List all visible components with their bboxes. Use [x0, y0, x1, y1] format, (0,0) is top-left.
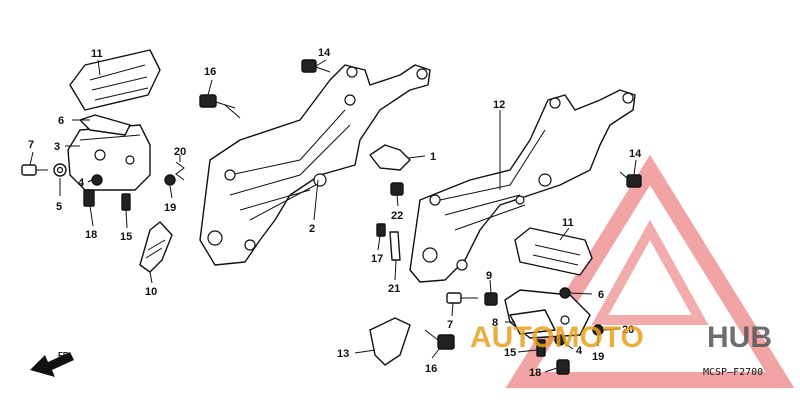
leader-lines: [29, 59, 637, 373]
callout-5: 5: [56, 201, 62, 213]
callout-19-right: 19: [592, 351, 604, 363]
callout-20-left: 20: [174, 146, 186, 158]
callout-11-right: 11: [562, 217, 574, 229]
right-heel-guard: [369, 317, 411, 366]
bolt-16-right: [424, 329, 455, 350]
callout-22: 22: [391, 210, 403, 222]
pin-15-right: [536, 339, 546, 357]
callout-15-left: 15: [120, 231, 132, 243]
callout-14-left: 14: [318, 47, 331, 59]
bolt-22: [390, 182, 404, 196]
front-direction-label: FR.: [58, 351, 71, 360]
bolt-18-left: [83, 189, 95, 207]
callout-6-right: 6: [598, 289, 604, 301]
clamp-1: [369, 144, 411, 171]
bolt-17: [376, 223, 386, 237]
callout-20-right: 20: [622, 324, 634, 336]
washer-6-right: [559, 287, 571, 299]
callout-14-right: 14: [629, 148, 642, 160]
left-footpeg-spring-plate: [79, 114, 131, 136]
callout-6-left: 6: [58, 115, 64, 127]
callout-4-left: 4: [78, 177, 85, 189]
right-footpeg-rubber: [514, 227, 593, 276]
callout-7-right: 7: [447, 319, 453, 331]
nut-4-right: [554, 334, 566, 346]
left-footpeg-rubber: [69, 49, 161, 111]
callout-2: 2: [309, 223, 315, 235]
washer-5-left: [53, 163, 67, 177]
left-heel-guard: [139, 221, 173, 273]
drawing-code: MCSP–F2700: [703, 367, 763, 378]
callout-18-left: 18: [85, 229, 97, 241]
bolt-7-left: [21, 164, 48, 176]
front-direction-arrow: FR.: [30, 351, 74, 377]
callout-18-right: 18: [529, 367, 541, 379]
pin-15-left: [121, 193, 131, 211]
bolt-16-left: [199, 94, 236, 109]
callout-13: 13: [337, 348, 349, 360]
callout-3: 3: [54, 141, 60, 153]
callout-7-left: 7: [28, 139, 34, 151]
callout-1: 1: [430, 151, 436, 163]
left-step-holder-bracket: [199, 64, 431, 266]
bolt-7-right: [446, 292, 478, 304]
callout-17: 17: [371, 253, 383, 265]
right-step-holder-bracket: [409, 89, 636, 283]
callout-10: 10: [145, 286, 157, 298]
callout-16-right: 16: [425, 363, 437, 375]
bolt-9: [484, 292, 498, 306]
callout-21: 21: [388, 283, 400, 295]
watermark-brand-b: HUB: [707, 321, 772, 354]
bolt-18-right: [556, 359, 570, 375]
callout-labels: 11 6 3 7 5 4 18 15 10 19 20 16 14 1 2 22…: [28, 47, 642, 379]
callout-12: 12: [493, 99, 505, 111]
watermark-text: AUTOMOTO HUB: [470, 321, 772, 354]
callout-4-right: 4: [576, 345, 583, 357]
callout-8: 8: [492, 317, 498, 329]
callout-19-left: 19: [164, 202, 176, 214]
callout-15-right: 15: [504, 347, 516, 359]
callout-16-left: 16: [204, 66, 216, 78]
bolt-14-left: [301, 59, 331, 73]
clip-21: [389, 231, 401, 261]
watermark-logo: [505, 154, 795, 388]
spring-20-left: [175, 161, 185, 181]
plate-8: [509, 309, 556, 335]
clip-19-left: [164, 174, 176, 186]
watermark-brand-a: AUTOMOTO: [470, 321, 644, 354]
callout-9: 9: [486, 270, 492, 282]
callout-11-left: 11: [91, 48, 103, 60]
nut-4-left: [91, 174, 103, 186]
bolt-14-right: [619, 171, 642, 188]
